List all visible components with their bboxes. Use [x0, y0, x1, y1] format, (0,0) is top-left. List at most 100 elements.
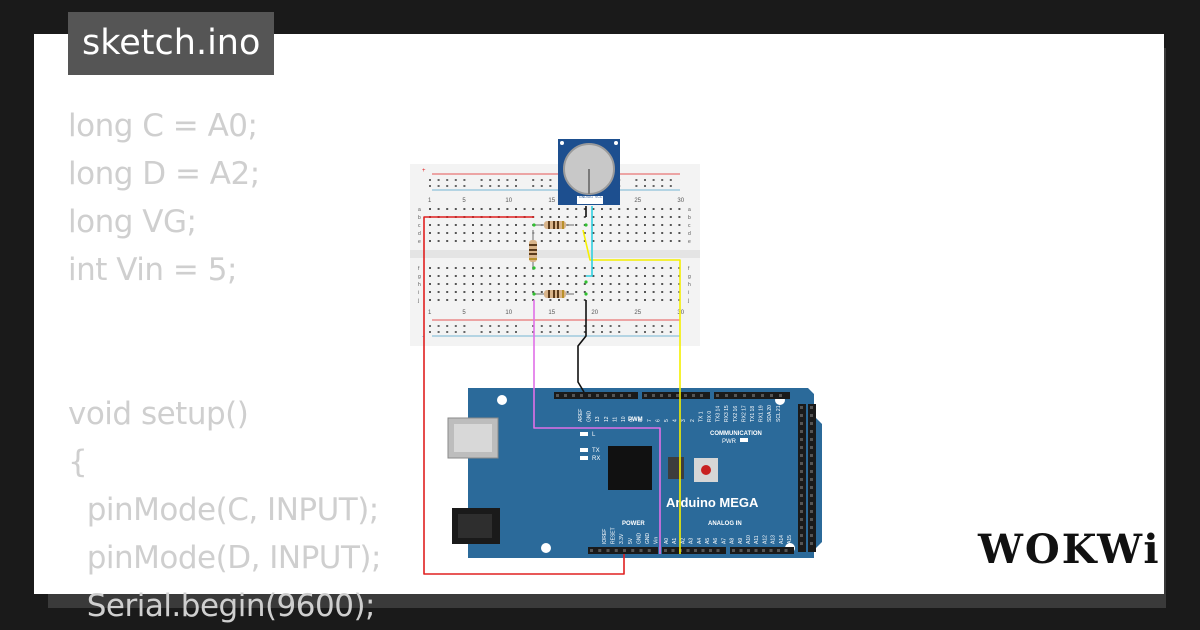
rail-hole	[583, 331, 586, 333]
rail-hole	[635, 179, 638, 181]
breadboard-hole	[575, 299, 578, 301]
mount-hole	[497, 395, 507, 405]
breadboard-hole	[575, 208, 578, 210]
header-pin	[743, 394, 746, 397]
breadboard-hole	[592, 240, 595, 242]
breadboard-hole	[592, 232, 595, 234]
breadboard-hole	[558, 299, 560, 301]
breadboard-hole	[635, 216, 638, 218]
rail-hole	[558, 325, 560, 327]
breadboard-hole	[454, 232, 457, 234]
rail-hole	[532, 179, 535, 181]
header-pin	[686, 549, 690, 552]
analog-pin-label: A3	[689, 538, 695, 544]
wokwi-logo[interactable]: WOKWi	[978, 526, 1161, 573]
breadboard-hole	[558, 216, 560, 218]
rail-hole	[437, 331, 440, 333]
connection-dot	[584, 223, 588, 227]
header-pin	[761, 394, 764, 397]
header-pin	[800, 414, 803, 417]
breadboard-hole	[626, 240, 629, 242]
rail-hole	[652, 179, 655, 181]
breadboard-hole	[437, 208, 440, 210]
breadboard-hole	[463, 224, 466, 226]
rail-sign-plus: +	[422, 168, 426, 174]
breadboard-hole	[523, 291, 526, 293]
pot-pin-strip	[577, 196, 603, 204]
file-title-tab[interactable]: sketch.ino	[68, 12, 275, 75]
power-pin-label: 3.3V	[619, 533, 625, 544]
breadboard-hole	[626, 224, 629, 226]
top-pin-label: RX3 15	[724, 405, 730, 422]
breadboard-hole	[583, 232, 586, 234]
top-pin-label: SCL 21	[776, 405, 782, 422]
header-pin	[664, 549, 667, 552]
rail-hole	[437, 325, 440, 327]
rail-hole	[601, 325, 603, 327]
resistors	[529, 221, 588, 298]
header-pin	[701, 549, 705, 552]
rail-hole	[429, 179, 431, 181]
breadboard-hole	[437, 232, 440, 234]
row-label: f	[418, 266, 420, 272]
rail-hole	[497, 325, 500, 327]
breadboard-hole	[669, 283, 672, 285]
resistor-band	[548, 290, 550, 298]
header-pin	[784, 549, 788, 552]
resistor-band	[529, 244, 537, 246]
header-pin	[684, 394, 687, 397]
led-label: RX	[592, 456, 600, 462]
breadboard-hole	[618, 216, 621, 218]
header-pin	[614, 549, 618, 552]
breadboard-hole	[609, 224, 612, 226]
breadboard-hole	[515, 232, 517, 234]
header-pin	[800, 462, 803, 465]
row-label: d	[418, 231, 421, 237]
pot-mount-hole	[614, 141, 618, 145]
breadboard-hole	[669, 240, 672, 242]
row-label: g	[418, 274, 421, 280]
breadboard-hole	[661, 299, 664, 301]
header-pin	[623, 549, 626, 552]
header-pin	[652, 394, 655, 397]
breadboard-hole	[523, 275, 526, 277]
pot-pin-label: SIG	[587, 195, 593, 199]
breadboard-hole	[532, 283, 535, 285]
breadboard-hole	[618, 267, 621, 269]
pwr-led	[740, 438, 748, 442]
resistor-band	[553, 290, 555, 298]
breadboard-hole	[566, 216, 569, 218]
rail-hole	[506, 325, 509, 327]
code-line: {	[68, 444, 88, 480]
breadboard-hole	[463, 291, 466, 293]
breadboard-hole	[454, 208, 457, 210]
header-pin	[810, 478, 813, 481]
breadboard-hole	[558, 275, 560, 277]
breadboard-hole	[472, 224, 474, 226]
header-pin	[800, 502, 803, 505]
top-pin-label: RX 0	[707, 411, 713, 422]
rail-hole	[454, 179, 457, 181]
breadboard-hole	[609, 275, 612, 277]
resistor-band	[529, 253, 537, 255]
breadboard-hole	[644, 232, 646, 234]
breadboard-hole	[515, 291, 517, 293]
breadboard-hole	[489, 299, 492, 301]
breadboard-hole	[583, 291, 586, 293]
rail-hole	[549, 325, 552, 327]
resistor-band	[529, 249, 537, 251]
pot-pin-label: GND	[579, 195, 587, 199]
breadboard-hole	[592, 216, 595, 218]
top-pin-label: 9	[630, 419, 636, 422]
header-pin	[810, 462, 813, 465]
rail-hole	[489, 179, 492, 181]
rail-hole	[635, 331, 638, 333]
row-label: e	[418, 239, 421, 245]
header-pin	[739, 549, 743, 552]
header-pin	[598, 549, 602, 552]
header-pin	[631, 549, 635, 552]
breadboard-hole	[652, 267, 655, 269]
breadboard-hole	[618, 283, 621, 285]
header-pin	[647, 549, 651, 552]
breadboard-hole	[489, 208, 492, 210]
